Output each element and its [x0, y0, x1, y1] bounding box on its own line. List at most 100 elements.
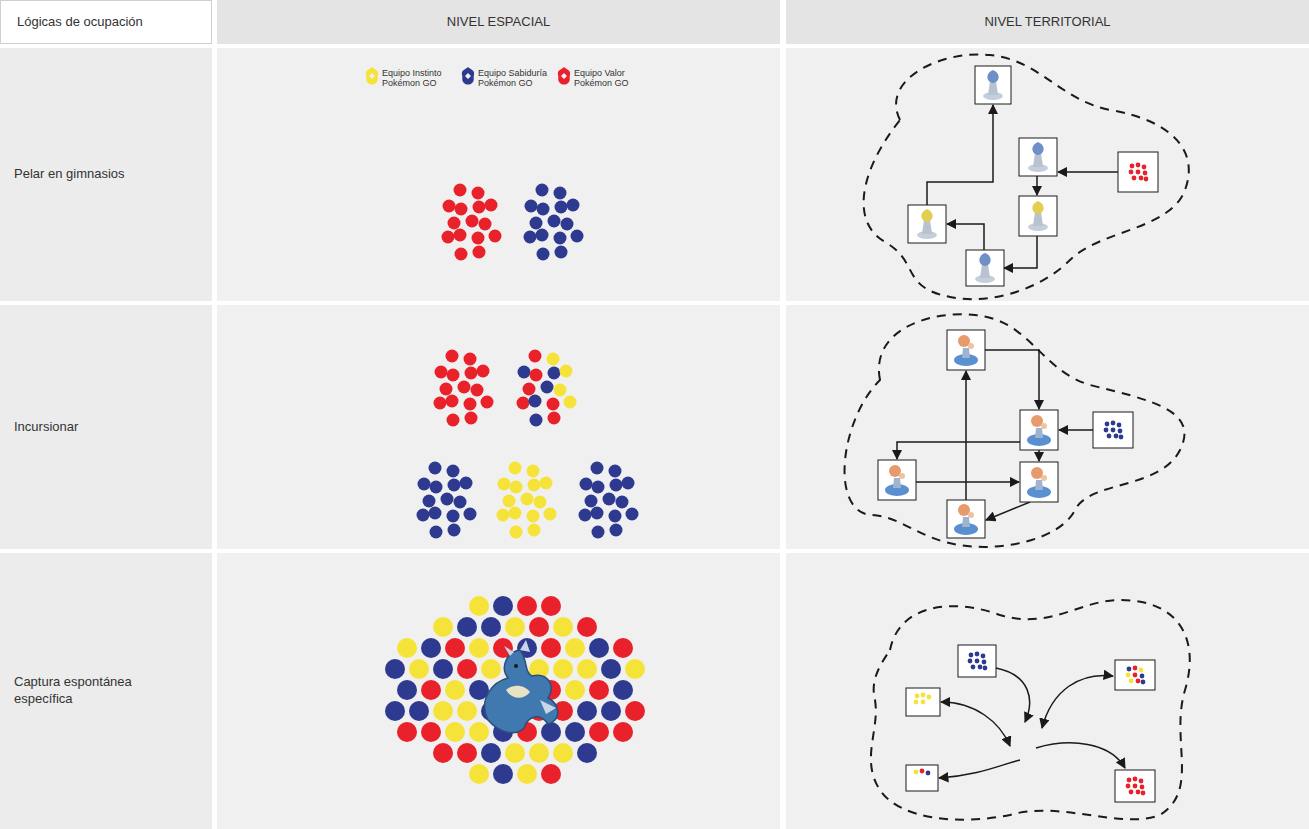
- player-dot: [421, 680, 441, 700]
- place-box: [1020, 462, 1058, 502]
- player-dot: [528, 524, 541, 537]
- player-dot: [445, 680, 465, 700]
- player-dot: [1139, 668, 1144, 673]
- player-dot: [1117, 423, 1122, 428]
- player-dot: [409, 701, 429, 721]
- player-dot: [493, 596, 513, 616]
- player-dot: [616, 496, 629, 509]
- player-dot: [1105, 422, 1110, 427]
- player-dot: [554, 232, 567, 245]
- player-dot: [421, 722, 441, 742]
- player-dot: [517, 397, 530, 410]
- player-dot: [445, 638, 465, 658]
- player-dot: [1136, 679, 1141, 684]
- player-dot: [442, 231, 455, 244]
- player-dot: [609, 510, 622, 523]
- player-dot: [457, 701, 477, 721]
- raid-icon: [1041, 423, 1047, 429]
- player-dot: [565, 722, 585, 742]
- player-dot: [529, 395, 542, 408]
- player-dot: [397, 680, 417, 700]
- player-dot: [577, 701, 597, 721]
- raid-icon: [1035, 428, 1043, 438]
- player-dot: [464, 508, 477, 521]
- player-dot: [1129, 679, 1134, 684]
- player-dot: [541, 722, 561, 742]
- player-dot: [613, 680, 633, 700]
- player-dot: [534, 496, 547, 509]
- player-dot: [1140, 785, 1145, 790]
- team-icon: [364, 66, 380, 86]
- player-dot: [541, 596, 561, 616]
- player-dot: [1129, 170, 1134, 175]
- player-dot: [536, 229, 549, 242]
- raid-icon: [1041, 475, 1047, 481]
- player-dot: [554, 384, 567, 397]
- place-box: [1019, 196, 1057, 236]
- place-box: [975, 66, 1011, 104]
- player-dot: [497, 509, 510, 522]
- team-icon-swatch: [558, 67, 570, 85]
- player-dot: [464, 398, 477, 411]
- player-dot: [547, 353, 560, 366]
- place-box: [1093, 412, 1133, 448]
- player-dot: [1130, 164, 1135, 169]
- player-dot: [455, 203, 468, 216]
- row-cell: [217, 305, 780, 549]
- player-dot: [589, 680, 609, 700]
- player-dot: [971, 665, 976, 670]
- player-dot: [1133, 777, 1138, 782]
- player-dot: [536, 184, 549, 197]
- player-dot: [914, 770, 919, 775]
- player-dot: [547, 398, 560, 411]
- player-dot: [385, 701, 405, 721]
- row-label: Pelar en gimnasios: [14, 48, 204, 301]
- player-dot: [1141, 791, 1146, 796]
- legend-text: Equipo Sabiduría Pokémon GO: [478, 68, 552, 89]
- player-dot: [915, 694, 920, 699]
- player-dot: [610, 524, 623, 537]
- player-dot: [1104, 428, 1109, 433]
- player-dot: [518, 366, 531, 379]
- player-dot: [564, 396, 577, 409]
- player-dot: [577, 617, 597, 637]
- row-label: Incursionar: [14, 305, 204, 549]
- player-dot: [527, 465, 540, 478]
- player-dot: [1132, 176, 1137, 181]
- player-dot: [914, 700, 919, 705]
- player-dot: [577, 659, 597, 679]
- raid-icon: [968, 343, 974, 349]
- player-dot: [1136, 170, 1141, 175]
- player-dot: [603, 493, 616, 506]
- player-dot: [1126, 673, 1131, 678]
- header-cell: [1, 1, 212, 44]
- player-dot: [920, 769, 925, 774]
- player-dot: [505, 617, 525, 637]
- team-icon-swatch: [366, 67, 378, 85]
- player-dot: [1133, 673, 1138, 678]
- player-dot: [525, 200, 538, 213]
- team-icon-swatch: [462, 67, 474, 85]
- territory-outline: [845, 314, 1185, 547]
- player-dot: [1140, 674, 1145, 679]
- player-dot: [571, 230, 584, 243]
- player-dot: [926, 771, 931, 776]
- player-dot: [1111, 421, 1116, 426]
- team-icon: [460, 66, 476, 86]
- player-dot: [481, 743, 501, 763]
- row-cell: [217, 553, 780, 829]
- player-dot: [544, 508, 557, 521]
- player-dot: [530, 369, 543, 382]
- player-dot: [443, 200, 456, 213]
- player-dot: [554, 187, 567, 200]
- player-dot: [447, 369, 460, 382]
- player-dot: [553, 617, 573, 637]
- player-dot: [613, 722, 633, 742]
- player-dot: [548, 215, 561, 228]
- player-dot: [975, 659, 980, 664]
- player-dot: [469, 722, 489, 742]
- player-dot: [435, 366, 448, 379]
- raid-icon: [962, 348, 970, 358]
- place-box: [1118, 152, 1158, 192]
- player-dot: [555, 246, 568, 259]
